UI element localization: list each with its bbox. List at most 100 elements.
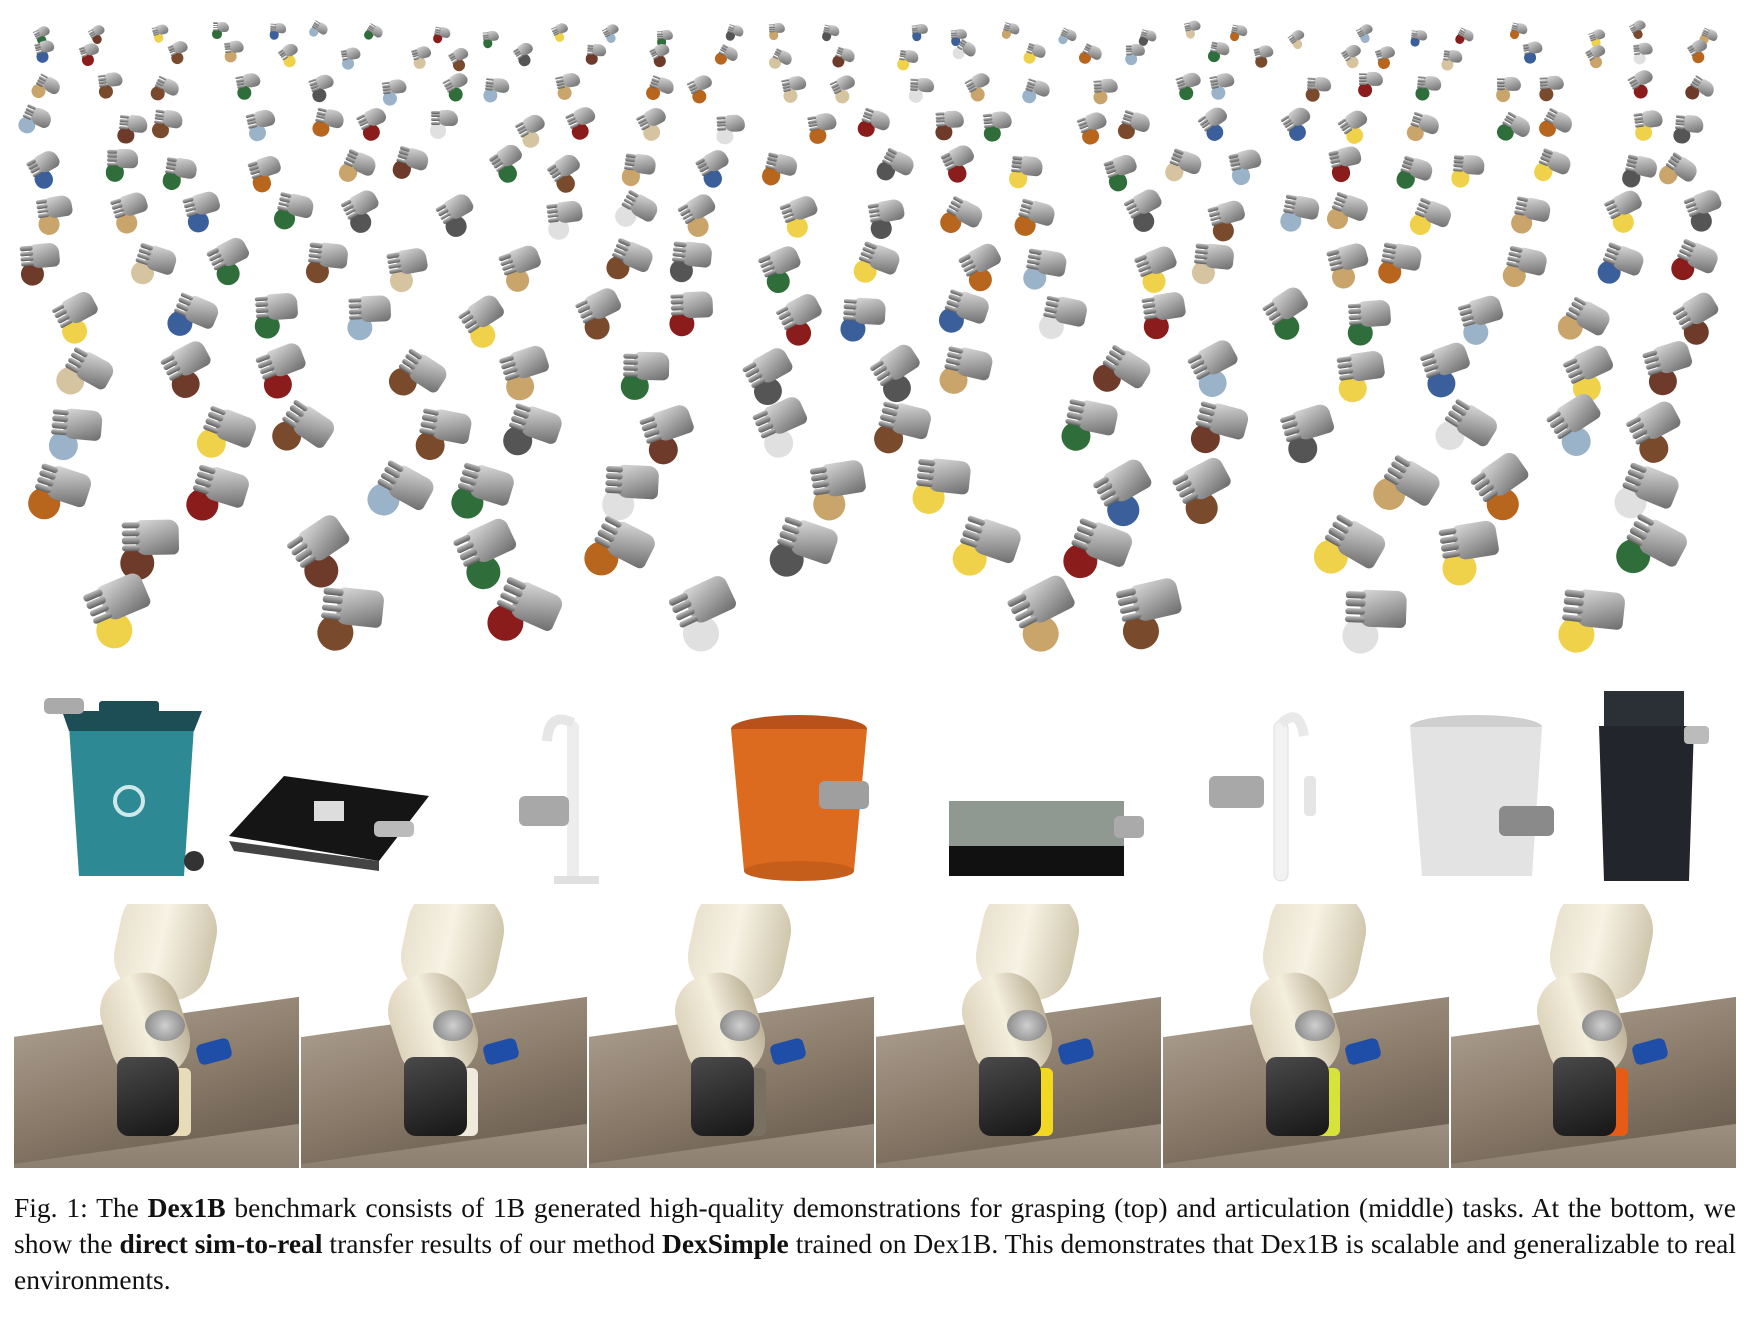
grasp-demo — [1621, 398, 1691, 469]
grasp-demo — [163, 288, 221, 344]
grasp-demo — [805, 111, 839, 145]
grasp-demo — [1405, 110, 1442, 145]
grasp-demo — [1610, 509, 1691, 587]
grasp-demo — [1120, 185, 1169, 236]
grasp-demo — [980, 110, 1012, 143]
grasp-demo — [1593, 240, 1646, 290]
grasp-demo — [869, 398, 933, 458]
caption-sim-to-real: direct sim-to-real — [119, 1228, 323, 1259]
grasp-demo — [116, 113, 148, 144]
grasp-demo — [553, 71, 583, 102]
grasping-demonstrations-panel — [14, 8, 1736, 688]
grasp-demo — [432, 25, 452, 44]
grasp-demo — [1286, 26, 1309, 51]
grasp-demo — [1680, 187, 1727, 235]
grasp-demo — [362, 22, 386, 45]
robot-hand — [691, 1057, 755, 1137]
grasp-demo — [1335, 106, 1374, 147]
caption-dexsimple: DexSimple — [661, 1228, 789, 1259]
grasp-demo — [764, 513, 841, 586]
grasp-demo — [1116, 108, 1153, 143]
grasp-demo — [713, 42, 742, 69]
grasp-demo — [1393, 153, 1435, 192]
grasp-demo — [1056, 26, 1080, 48]
grasp-demo — [849, 239, 902, 289]
grasp-demo — [1339, 41, 1368, 71]
grasp-demo — [1367, 450, 1443, 524]
grasp-demo — [202, 234, 256, 289]
grasp-demo — [383, 344, 450, 409]
grasp-demo — [432, 190, 482, 241]
grasp-demo — [1182, 336, 1247, 402]
grasp-demo — [1186, 398, 1251, 459]
grasp-demo — [1207, 40, 1232, 64]
sim-to-real-frame — [1163, 904, 1449, 1168]
figure — [14, 8, 1736, 1168]
grasp-demo — [45, 407, 103, 462]
grasp-demo — [873, 145, 918, 187]
sim-to-real-frame — [875, 904, 1162, 1168]
grasp-demo — [1409, 29, 1429, 47]
grasp-demo — [1537, 75, 1564, 102]
grasp-demo — [244, 153, 285, 195]
grasp-demo — [663, 573, 748, 658]
grasp-demo — [1536, 106, 1575, 143]
grasp-demo — [1324, 189, 1371, 234]
grasp-demo — [281, 511, 363, 594]
grasp-demo — [895, 49, 920, 72]
grasp-demo — [150, 23, 171, 44]
grasp-demo — [1508, 21, 1530, 41]
grasp-demo — [599, 463, 660, 522]
grasp-demo — [1429, 394, 1501, 464]
grasp-demo — [779, 74, 809, 104]
grasp-demo — [1278, 104, 1317, 144]
grasp-demo — [494, 343, 555, 405]
grasp-demo — [1453, 26, 1477, 48]
grasp-demo — [511, 39, 540, 68]
grasp-demo — [1257, 283, 1318, 345]
faucet-object-2 — [1209, 712, 1316, 882]
grasp-demo — [1182, 19, 1202, 40]
robot-hand — [404, 1057, 467, 1137]
grasp-demo — [481, 30, 500, 49]
grasp-demo — [1500, 244, 1549, 290]
grasp-demo — [1343, 299, 1391, 347]
grasp-demo — [1100, 152, 1142, 194]
grasp-demo — [767, 22, 786, 41]
grasp-demo — [771, 290, 831, 351]
grasp-demo — [1521, 40, 1546, 65]
grasp-demo — [936, 343, 995, 398]
grasp-demo — [754, 243, 807, 297]
grasp-demo — [379, 78, 407, 107]
grasp-demo — [1251, 43, 1276, 69]
grasp-demo — [955, 240, 1009, 295]
grasp-demo — [1137, 290, 1189, 342]
grasp-demo — [222, 40, 246, 64]
grasp-demo — [313, 585, 385, 653]
grasp-demo — [271, 190, 316, 232]
grasp-demo — [155, 338, 220, 404]
grasp-demo — [1558, 342, 1622, 407]
grasp-demo — [563, 103, 601, 142]
grasp-demo — [411, 405, 473, 463]
grasp-demo — [429, 109, 459, 139]
grasp-demo — [947, 511, 1024, 584]
sim-to-real-panel — [14, 904, 1736, 1168]
grasp-demo — [865, 341, 931, 408]
grasp-demo — [446, 45, 474, 74]
grasp-demo — [667, 240, 712, 283]
grasp-demo — [908, 78, 935, 104]
grasp-demo — [1406, 195, 1455, 241]
grasp-demo — [127, 240, 179, 289]
grasp-demo — [1076, 41, 1105, 68]
grasp-demo — [1375, 240, 1423, 285]
grasp-demo — [1195, 103, 1235, 144]
grasp-demo — [1354, 22, 1377, 46]
grasp-demo — [1228, 23, 1249, 43]
grasp-demo — [714, 114, 745, 145]
grasp-demo — [1007, 154, 1044, 189]
grasp-demo — [724, 23, 746, 43]
grasp-demo — [864, 198, 907, 241]
grasp-demo — [446, 459, 517, 526]
grasp-demo — [1088, 340, 1154, 404]
